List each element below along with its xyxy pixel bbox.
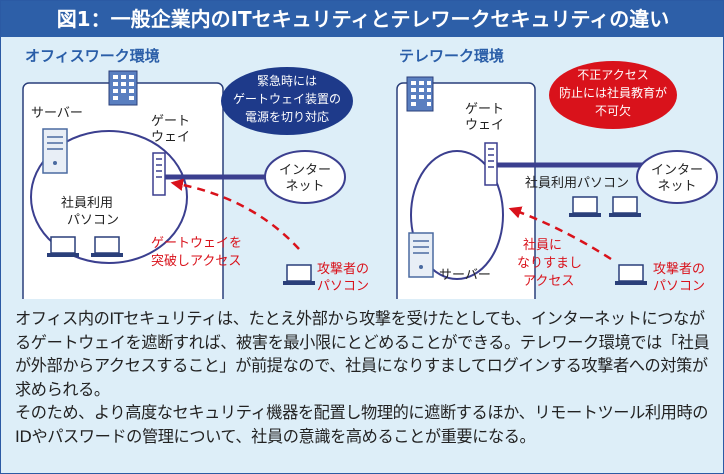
office-server-icon	[42, 128, 68, 174]
office-laptop-icon	[91, 236, 123, 257]
office-pc-label-2: パソコン	[67, 213, 119, 228]
telework-pc-label: 社員利用パソコン	[525, 175, 629, 191]
telework-laptop-icon	[569, 196, 601, 217]
office-callout-line-2: ゲートウェイ装置の	[233, 92, 341, 106]
telework-callout-line-3: 不可欠	[595, 103, 631, 118]
office-heading: オフィスワーク環境	[25, 47, 160, 65]
office-pc-label-1: 社員利用	[61, 195, 113, 211]
telework-building-icon	[406, 76, 434, 112]
telework-gateway-label-2: ウェイ	[465, 118, 504, 133]
office-server-label: サーバー	[31, 106, 83, 121]
office-callout	[221, 67, 353, 135]
telework-callout-line-1: 不正アクセス	[577, 68, 648, 82]
office-laptop-icon	[47, 236, 79, 257]
telework-lan-circle	[410, 150, 504, 280]
telework-gateway-icon	[484, 142, 498, 186]
office-attacker-laptop-icon	[283, 264, 315, 285]
telework-server-label: サーバー	[439, 268, 491, 283]
telework-gateway-label-1: ゲート	[465, 102, 504, 117]
telework-attacker-laptop-icon	[615, 264, 647, 285]
figure-title: 図1：一般企業内のITセキュリティとテレワークセキュリティの違い	[1, 1, 723, 37]
telework-callout-line-2: 防止には社員教育が	[559, 85, 667, 100]
diagram: オフィスワーク環境 サーバー	[22, 47, 718, 299]
office-internet-label-1: インター	[279, 163, 331, 178]
telework-attacker-label-2: パソコン	[653, 279, 705, 294]
office-gateway-label-1: ゲート	[151, 114, 190, 129]
office-gateway-icon	[152, 152, 166, 196]
office-lan-circle	[30, 130, 188, 264]
telework-heading: テレワーク環境	[399, 47, 504, 65]
telework-attack-arrow	[508, 206, 612, 261]
telework-section: テレワーク環境 ゲート ウェイ	[396, 47, 718, 299]
office-callout-line-1: 緊急時には	[257, 73, 317, 88]
office-internet-label-2: ネット	[285, 179, 324, 194]
office-attack-arrow	[170, 178, 300, 250]
office-callout-line-3: 電源を切り対応	[245, 110, 329, 124]
telework-internet-label-2: ネット	[657, 179, 696, 194]
office-building-icon	[108, 70, 138, 106]
telework-attack-label-1: 社員に	[523, 237, 562, 253]
office-section: オフィスワーク環境 サーバー	[22, 47, 369, 299]
telework-attack-label-3: アクセス	[523, 274, 574, 289]
office-attack-label-1: ゲートウェイを	[151, 236, 242, 251]
office-internet-ellipse	[264, 150, 346, 204]
telework-internet-ellipse	[636, 150, 718, 204]
telework-callout	[549, 61, 677, 129]
telework-internet-label-1: インター	[651, 163, 703, 178]
office-attacker-label-1: 攻撃者の	[317, 261, 369, 277]
body-text: オフィス内のITセキュリティは、たとえ外部から攻撃を受けたとしても、インターネッ…	[15, 309, 710, 446]
office-attack-label-2: 突破しアクセス	[151, 253, 241, 269]
telework-attacker-label-1: 攻撃者の	[653, 261, 705, 277]
office-attacker-label-2: パソコン	[317, 279, 369, 294]
telework-attack-label-2: なりすまし	[517, 256, 582, 271]
office-gateway-label-2: ウェイ	[151, 130, 190, 145]
telework-server-icon	[408, 232, 434, 278]
telework-laptop-icon	[609, 196, 641, 217]
